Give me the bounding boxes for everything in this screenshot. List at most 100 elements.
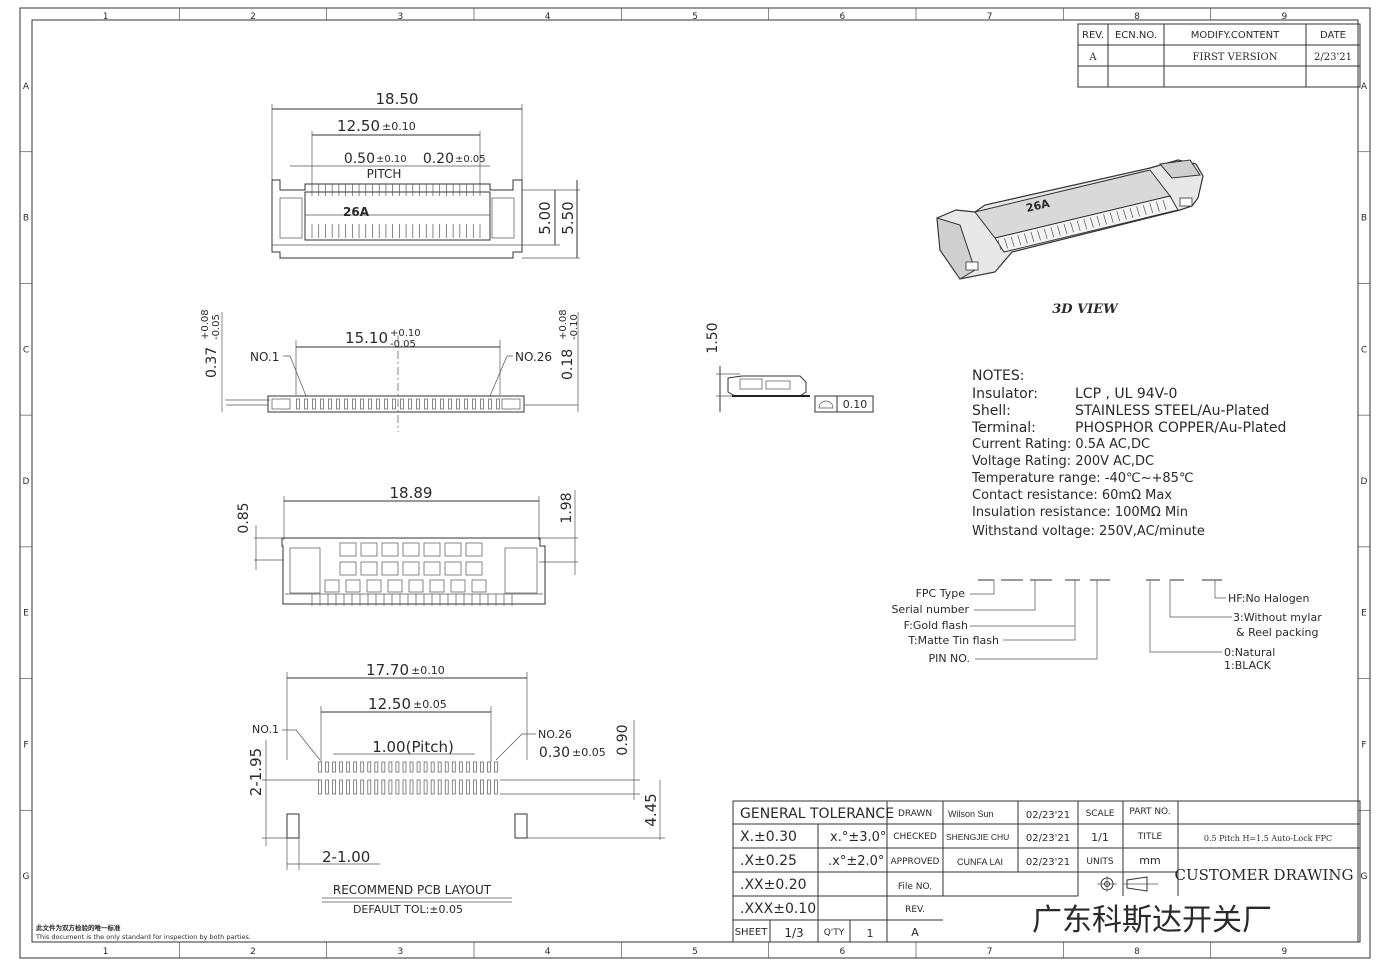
border-col-label: 9 bbox=[1281, 12, 1287, 22]
bottom-window bbox=[402, 542, 420, 557]
pcb-total-tol: ±0.10 bbox=[411, 664, 445, 677]
approved-date: 02/23'21 bbox=[1026, 857, 1070, 868]
tol-b-0: x.°±3.0° bbox=[830, 830, 886, 845]
approved-label: APPROVED bbox=[891, 857, 940, 867]
front-left-tol-plus: +0.08 bbox=[200, 309, 211, 340]
footnote-cn: 此文件为双方检验的唯一标准 bbox=[36, 923, 121, 932]
front-pin bbox=[328, 398, 332, 410]
units-label: UNITS bbox=[1086, 857, 1113, 867]
3d-view: 26A 3D VIEW bbox=[936, 159, 1204, 317]
bottom-window bbox=[387, 579, 403, 593]
front-view: 0.37 +0.08 -0.05 15.10 +0.10 -0.05 NO.1 … bbox=[200, 309, 580, 432]
3d-slot bbox=[1083, 219, 1088, 230]
pcb-pad bbox=[402, 761, 407, 773]
pcb-pad bbox=[388, 779, 393, 795]
notes-title: NOTES: bbox=[972, 368, 1025, 384]
doc-type: CUSTOMER DRAWING bbox=[1174, 866, 1353, 884]
pc-right-0: HF:No Halogen bbox=[1228, 592, 1309, 605]
part-code: FPC Type Serial number F:Gold flash T:Ma… bbox=[891, 579, 1322, 672]
drawn-date: 02/23'21 bbox=[1026, 810, 1070, 821]
3d-slot bbox=[1037, 230, 1041, 241]
notes-line: Temperature range: -40℃~+85℃ bbox=[971, 471, 1194, 486]
border-col-label: 2 bbox=[250, 12, 256, 22]
front-pin bbox=[416, 398, 420, 410]
bottom-window bbox=[423, 542, 441, 557]
front-pin bbox=[344, 398, 348, 410]
checked-date: 02/23'21 bbox=[1026, 833, 1070, 844]
front-pin bbox=[488, 398, 492, 410]
top-view: 18.50 12.50 ±0.10 0.50 ±0.10 0.20 ±0.05 … bbox=[271, 90, 580, 259]
checked-name: SHENGJIE CHU bbox=[946, 832, 1009, 842]
front-pin bbox=[320, 398, 324, 410]
pcb-pad bbox=[494, 779, 498, 795]
3d-slot bbox=[1070, 222, 1074, 233]
front-pin bbox=[392, 398, 396, 410]
border-col-label: 4 bbox=[545, 12, 551, 22]
front-pin bbox=[448, 398, 452, 410]
sheet-label: SHEET bbox=[735, 927, 769, 938]
tol-a-0: X.±0.30 bbox=[740, 829, 797, 845]
bottom-window bbox=[444, 542, 462, 557]
border-row-label: B bbox=[23, 214, 29, 224]
3d-slot bbox=[1156, 201, 1160, 212]
border-col-label: 3 bbox=[397, 12, 403, 22]
pcb-pad bbox=[487, 779, 491, 795]
pcb-pin1: NO.1 bbox=[252, 723, 279, 736]
border-row-label: A bbox=[1361, 82, 1368, 92]
pcb-pad bbox=[353, 779, 358, 795]
pcb-pad bbox=[444, 779, 449, 795]
pcb-pad bbox=[451, 779, 456, 795]
bottom-window bbox=[450, 579, 466, 593]
border-row-label: G bbox=[23, 872, 30, 882]
3d-slot bbox=[1149, 203, 1154, 214]
date-value: 2/23'21 bbox=[1314, 52, 1352, 63]
pcb-span-tol: ±0.05 bbox=[413, 698, 447, 711]
checked-label: CHECKED bbox=[893, 832, 937, 842]
front-pin bbox=[368, 398, 372, 410]
part-title: 0.5 Pitch H=1.5 Auto-Lock FPC bbox=[1204, 834, 1332, 843]
rev-value: A bbox=[911, 926, 919, 939]
border-col-label: 5 bbox=[692, 947, 698, 957]
front-left-dim: 0.37 bbox=[204, 347, 220, 378]
front-right-dim: 0.18 bbox=[560, 349, 576, 380]
pcb-title: RECOMMEND PCB LAYOUT bbox=[333, 883, 492, 897]
revision-table: REV. ECN.NO. MODIFY.CONTENT DATE A FIRST… bbox=[1077, 23, 1361, 88]
front-span: 15.10 bbox=[345, 329, 388, 347]
pcb-pad-w-tol: ±0.05 bbox=[572, 746, 606, 759]
pcb-layout: 17.70 ±0.10 12.50 ±0.05 1.00(Pitch) NO.1… bbox=[247, 661, 665, 916]
pcb-right-h: 4.45 bbox=[642, 793, 660, 826]
pcb-mount-pad-left bbox=[286, 813, 300, 839]
pcb-pad bbox=[444, 761, 449, 773]
border-col-label: 4 bbox=[545, 947, 551, 957]
front-span-tol-plus: +0.10 bbox=[390, 328, 421, 339]
pcb-pad bbox=[458, 779, 463, 795]
pcb-pad bbox=[339, 779, 343, 795]
notes-insulator-val: LCP , UL 94V-0 bbox=[1075, 386, 1177, 402]
pcb-tol: DEFAULT TOL:±0.05 bbox=[353, 903, 463, 916]
pcb-pad bbox=[381, 779, 386, 795]
outer-frame bbox=[19, 7, 1371, 959]
pcb-pad bbox=[465, 761, 470, 773]
pcb-mount: 2-1.00 bbox=[322, 848, 370, 866]
border-row-label: F bbox=[23, 740, 28, 750]
top-dim-h2: 5.50 bbox=[559, 201, 577, 234]
ecn-header: ECN.NO. bbox=[1115, 30, 1157, 41]
front-left-tol-minus: -0.05 bbox=[211, 314, 222, 340]
tol-b-1: .x°±2.0° bbox=[828, 854, 884, 869]
pcb-pad bbox=[374, 779, 379, 795]
bottom-window bbox=[429, 579, 445, 593]
pcb-pad bbox=[388, 761, 393, 773]
front-pin bbox=[296, 398, 300, 410]
notes-line: Insulation resistance: 100MΩ Min bbox=[972, 505, 1188, 520]
pcb-pad bbox=[423, 779, 428, 795]
top-dim-width: 0.20 bbox=[423, 151, 454, 167]
pcb-pad bbox=[480, 779, 484, 795]
pcb-pitch: 1.00(Pitch) bbox=[372, 738, 454, 756]
bottom-window bbox=[339, 542, 357, 557]
top-dim-span-tol: ±0.10 bbox=[382, 120, 416, 133]
pc-right-1: 3:Without mylar bbox=[1233, 611, 1322, 624]
bottom-window bbox=[402, 561, 420, 576]
top-dim-span: 12.50 bbox=[337, 117, 380, 135]
border-col-label: 5 bbox=[692, 12, 698, 22]
